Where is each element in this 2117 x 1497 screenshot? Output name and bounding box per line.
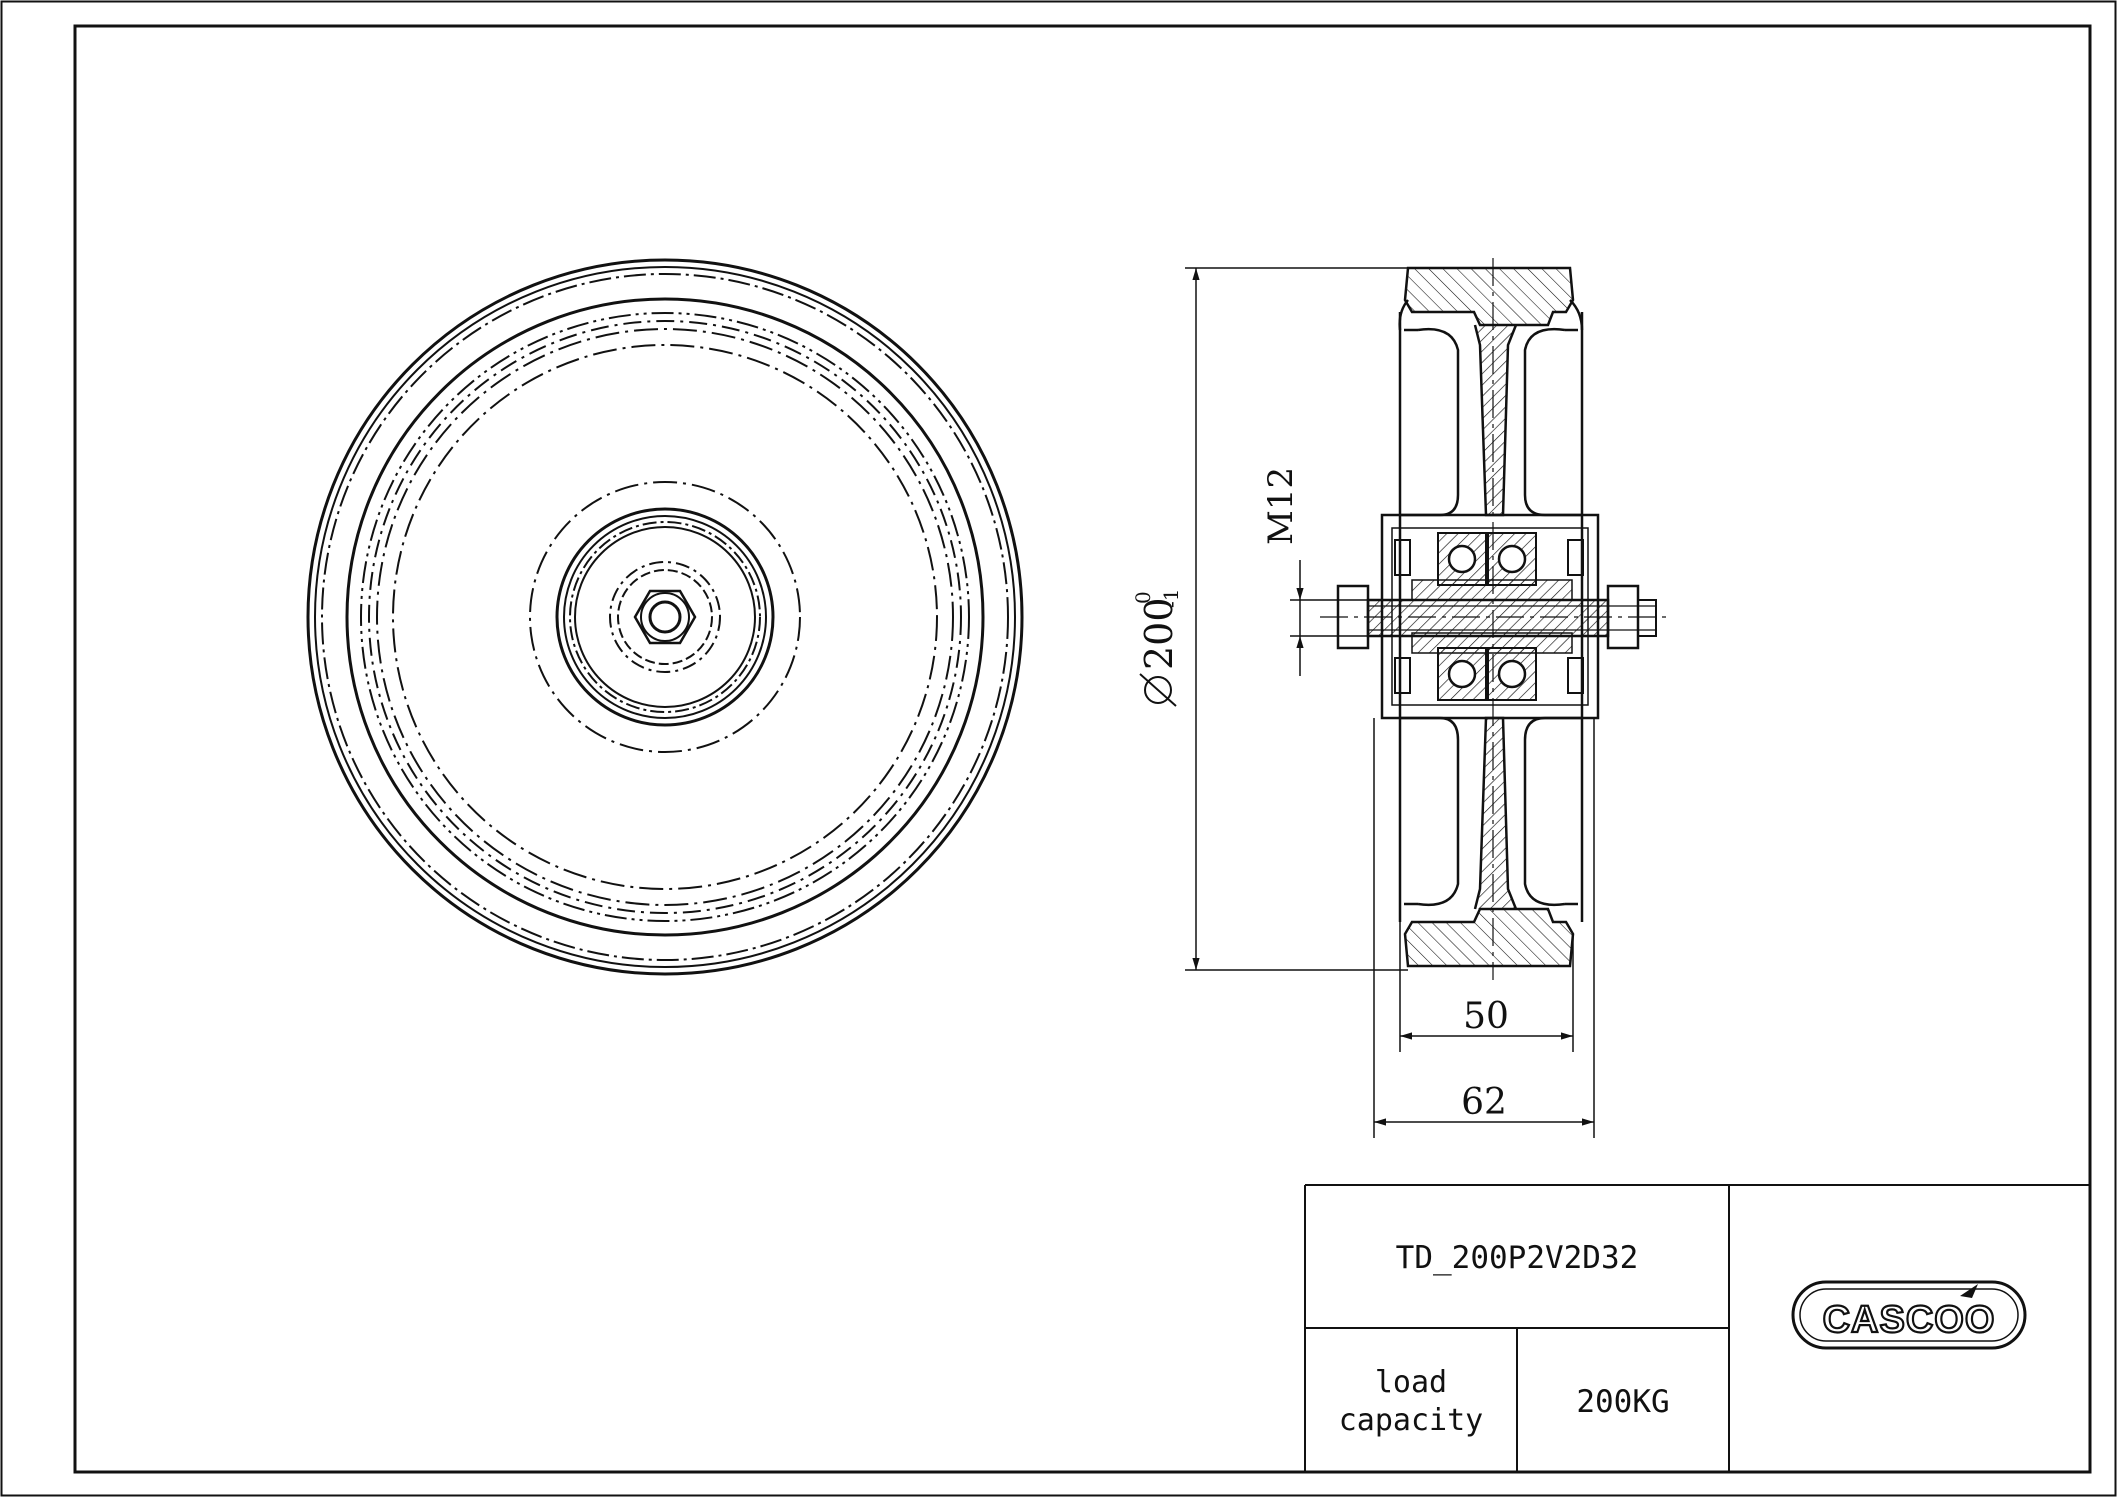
logo-arrow-icon bbox=[1960, 1284, 1978, 1298]
drawing-code: TD_200P2V2D32 bbox=[1396, 1240, 1639, 1276]
tread-width-label: 50 bbox=[1463, 996, 1509, 1037]
load-capacity-label-line1: load bbox=[1375, 1365, 1447, 1400]
company-logo: CASCOO bbox=[1791, 1280, 2027, 1350]
diameter-tolerance-lower: -1 bbox=[1159, 589, 1183, 608]
diameter-tolerance-upper: 0 bbox=[1131, 591, 1155, 604]
title-block bbox=[1304, 1184, 2090, 1472]
dimension-lines bbox=[1185, 267, 1595, 1138]
wheel-side-section bbox=[1320, 258, 1670, 980]
load-capacity-label-line2: capacity bbox=[1339, 1403, 1484, 1438]
diameter-value: 200 bbox=[1137, 597, 1181, 670]
diameter-dimension: 200 0 -1 bbox=[1131, 589, 1183, 707]
drawing-frame bbox=[73, 24, 2092, 1474]
overall-width-label: 62 bbox=[1461, 1082, 1507, 1123]
wheel-front-view bbox=[306, 258, 1024, 976]
logo-text: CASCOO bbox=[1823, 1299, 1996, 1341]
load-capacity-value: 200KG bbox=[1576, 1384, 1669, 1420]
thread-size-label: M12 bbox=[1261, 467, 1301, 545]
